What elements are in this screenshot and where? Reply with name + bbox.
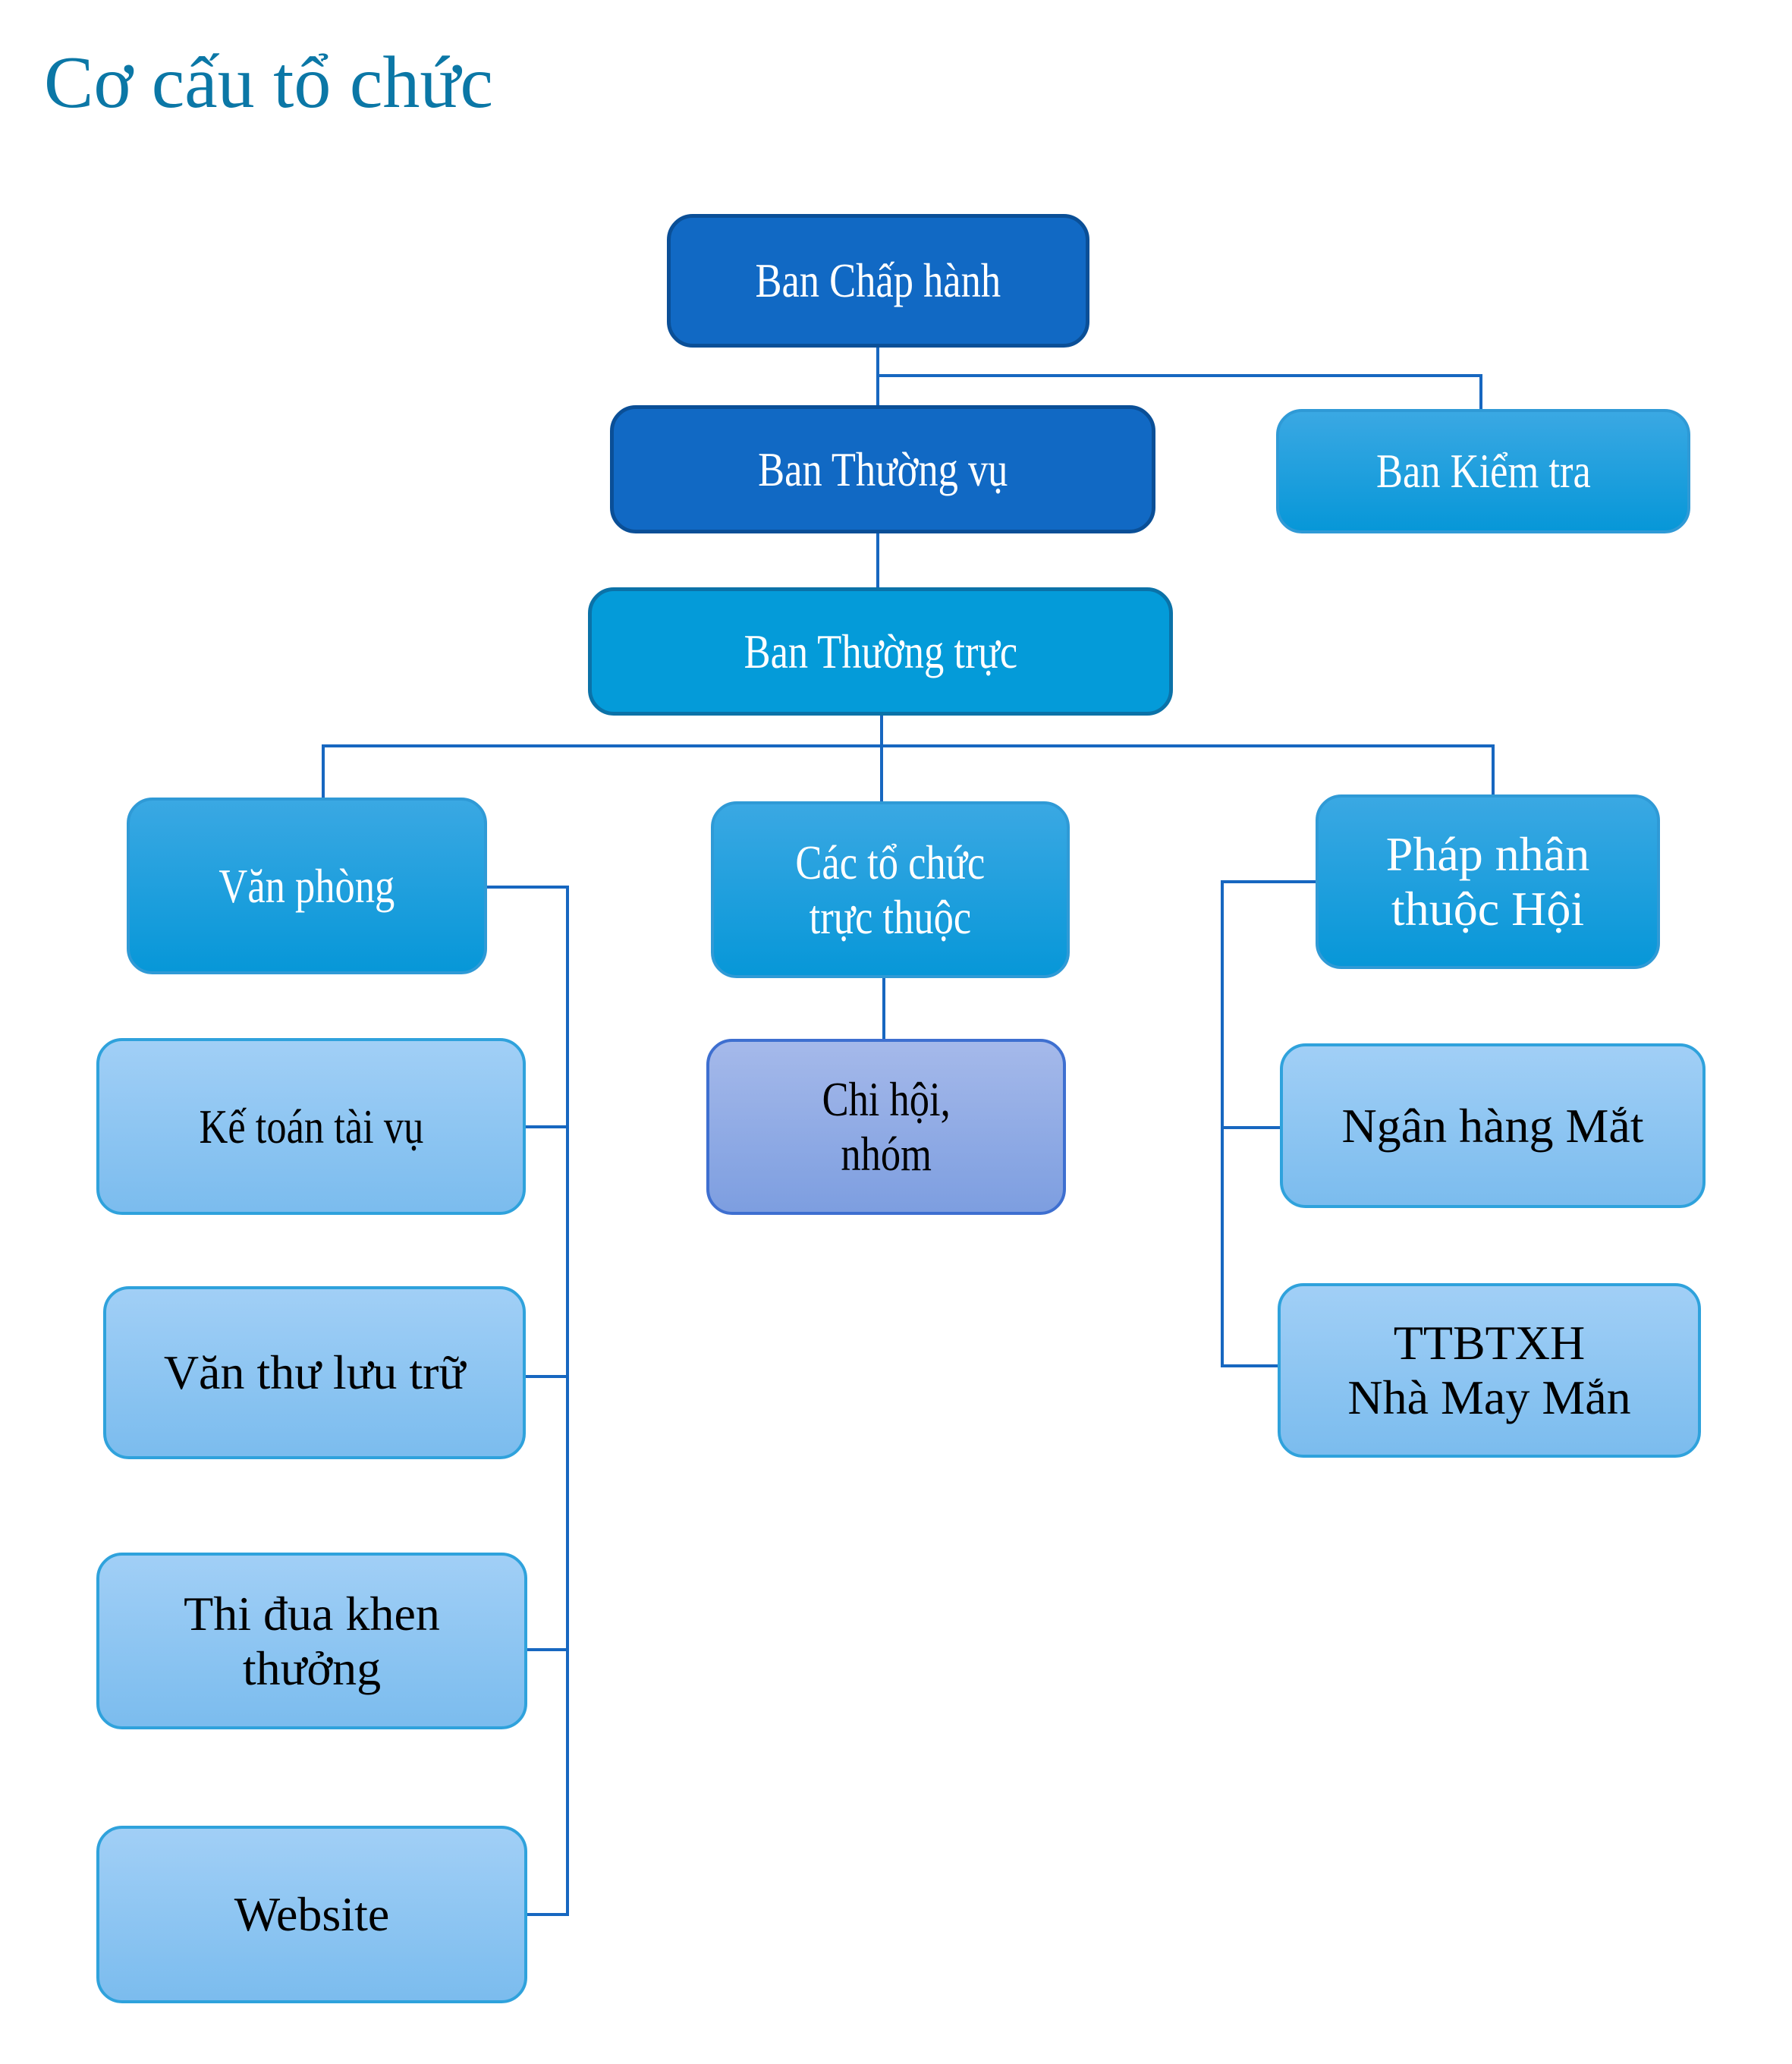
connector-line — [526, 1125, 567, 1128]
node-ke-toan-tai-vu: Kế toán tài vụ — [96, 1038, 526, 1215]
node-label: Ban Chấp hành — [755, 253, 1001, 308]
node-label: Ban Thường trực — [744, 624, 1017, 678]
node-ttbtxh-nha-may-man: TTBTXH Nhà May Mắn — [1278, 1283, 1701, 1458]
node-label: Văn thư lưu trữ — [163, 1345, 466, 1400]
node-label-group: Pháp nhân thuộc Hội — [1386, 827, 1589, 936]
node-label: Ban Kiểm tra — [1375, 444, 1591, 499]
connector-line — [1221, 880, 1317, 883]
node-ngan-hang-mat: Ngân hàng Mắt — [1280, 1043, 1706, 1208]
connector-line — [1479, 374, 1482, 410]
node-label-group: TTBTXH Nhà May Mắn — [1347, 1316, 1630, 1424]
connector-line — [527, 1913, 569, 1916]
connector-line — [566, 886, 569, 1916]
connector-line — [882, 978, 885, 1040]
node-chi-hoi-nhom: Chi hội, nhóm — [706, 1039, 1066, 1215]
node-van-phong: Văn phòng — [127, 798, 487, 974]
connector-line — [1492, 744, 1495, 796]
connector-line — [322, 744, 1495, 747]
node-thi-dua-khen-thuong: Thi đua khen thưởng — [96, 1553, 527, 1729]
node-phap-nhan-thuoc-hoi: Pháp nhân thuộc Hội — [1316, 794, 1660, 969]
node-ban-kiem-tra: Ban Kiểm tra — [1276, 409, 1690, 533]
node-label-line: nhóm — [841, 1127, 932, 1181]
node-van-thu-luu-tru: Văn thư lưu trữ — [103, 1286, 526, 1459]
node-label: Website — [234, 1887, 390, 1942]
node-label-line: TTBTXH — [1393, 1316, 1586, 1370]
node-website: Website — [96, 1826, 527, 2003]
node-label-line: Các tổ chức — [795, 835, 986, 889]
node-label-group: Thi đua khen thưởng — [184, 1587, 440, 1695]
node-label-line: thưởng — [242, 1641, 382, 1695]
connector-line — [1223, 1126, 1281, 1129]
node-label: Ban Thường vụ — [757, 442, 1008, 496]
node-ban-chap-hanh: Ban Chấp hành — [667, 214, 1089, 348]
connector-line — [876, 348, 879, 407]
node-label: Văn phòng — [218, 858, 395, 913]
node-label-line: Nhà May Mắn — [1347, 1370, 1631, 1424]
node-label: Kế toán tài vụ — [199, 1099, 423, 1153]
node-ban-thuong-vu: Ban Thường vụ — [610, 405, 1155, 533]
node-label-group: Chi hội, nhóm — [808, 1072, 964, 1181]
connector-line — [876, 533, 879, 588]
node-label: Ngân hàng Mắt — [1341, 1098, 1644, 1153]
node-label-group: Các tổ chức trực thuộc — [775, 835, 1006, 944]
node-label-line: Thi đua khen — [184, 1586, 440, 1641]
node-label-line: Chi hội, — [822, 1072, 951, 1127]
page-title: Cơ cấu tổ chức — [44, 42, 494, 124]
node-label-line: trực thuộc — [809, 889, 972, 944]
node-label-line: thuộc Hội — [1391, 882, 1585, 936]
node-cac-to-chuc-truc-thuoc: Các tổ chức trực thuộc — [711, 801, 1070, 978]
connector-line — [1223, 1364, 1279, 1367]
node-ban-thuong-truc: Ban Thường trực — [588, 587, 1173, 716]
connector-line — [487, 886, 569, 889]
connector-line — [322, 744, 325, 799]
connector-line — [880, 716, 883, 803]
node-label-line: Pháp nhân — [1385, 827, 1590, 882]
connector-line — [527, 1648, 569, 1651]
connector-line — [876, 374, 1482, 377]
connector-line — [526, 1375, 567, 1378]
connector-line — [1221, 880, 1224, 1367]
